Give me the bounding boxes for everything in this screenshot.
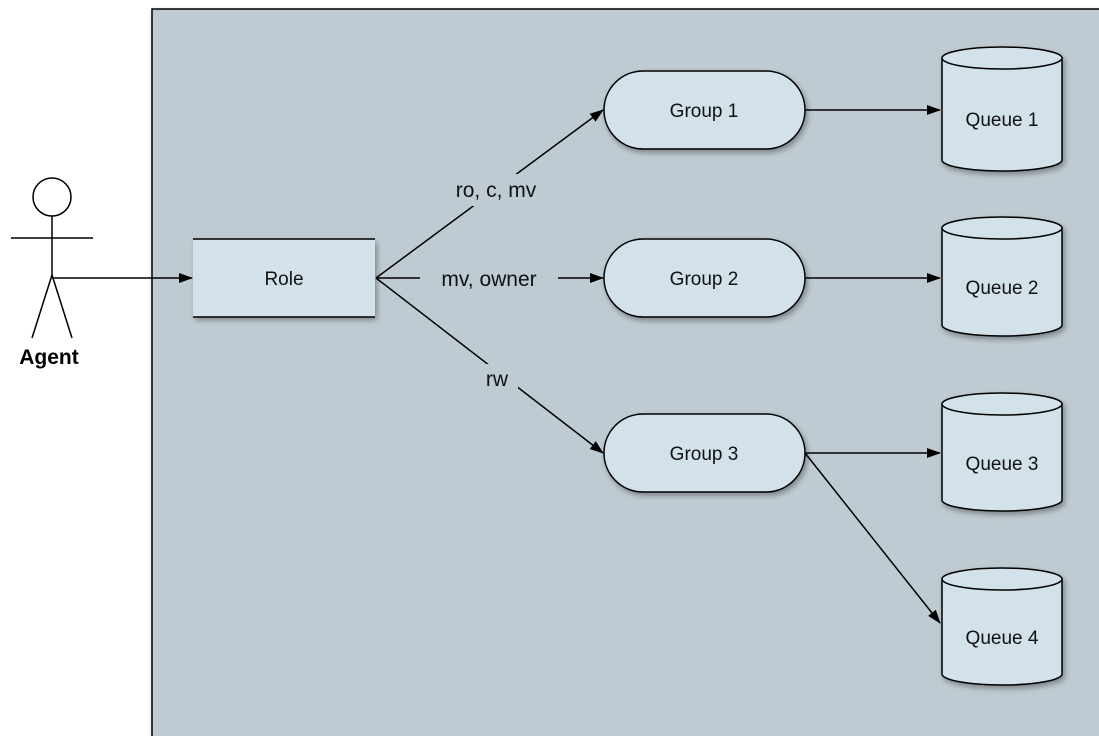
queue-label-2: Queue 2 <box>966 278 1039 299</box>
actor-label: Agent <box>19 346 79 369</box>
actor-head <box>32 177 72 217</box>
role-node: Role <box>193 238 375 318</box>
group-node-3: Group 3 <box>603 413 806 493</box>
role-box <box>193 239 375 317</box>
queue-node-4 <box>941 567 1063 686</box>
group-node-2: Group 2 <box>603 238 806 318</box>
actor-right-leg <box>51 274 73 339</box>
queue-label-1: Queue 1 <box>966 110 1039 131</box>
edge-label-group1: ro, c, mv <box>456 179 537 202</box>
edge-label-group2: mv, owner <box>441 268 536 291</box>
actor-left-leg <box>31 274 53 339</box>
queue-node-3 <box>941 392 1063 512</box>
group3-queue4-edge <box>804 452 941 624</box>
agent-actor: Agent <box>11 177 93 369</box>
group-label-1: Group 1 <box>670 101 739 122</box>
queue-label-4: Queue 4 <box>966 628 1039 649</box>
queue-label-3: Queue 3 <box>966 454 1039 475</box>
group-node-1: Group 1 <box>603 70 806 150</box>
queue-node-2 <box>941 216 1063 337</box>
edge-label-group3: rw <box>486 368 509 391</box>
group-label-2: Group 2 <box>670 269 739 290</box>
queue-node-1 <box>941 46 1063 172</box>
group-label-3: Group 3 <box>670 444 739 465</box>
role-label: Role <box>264 269 303 290</box>
